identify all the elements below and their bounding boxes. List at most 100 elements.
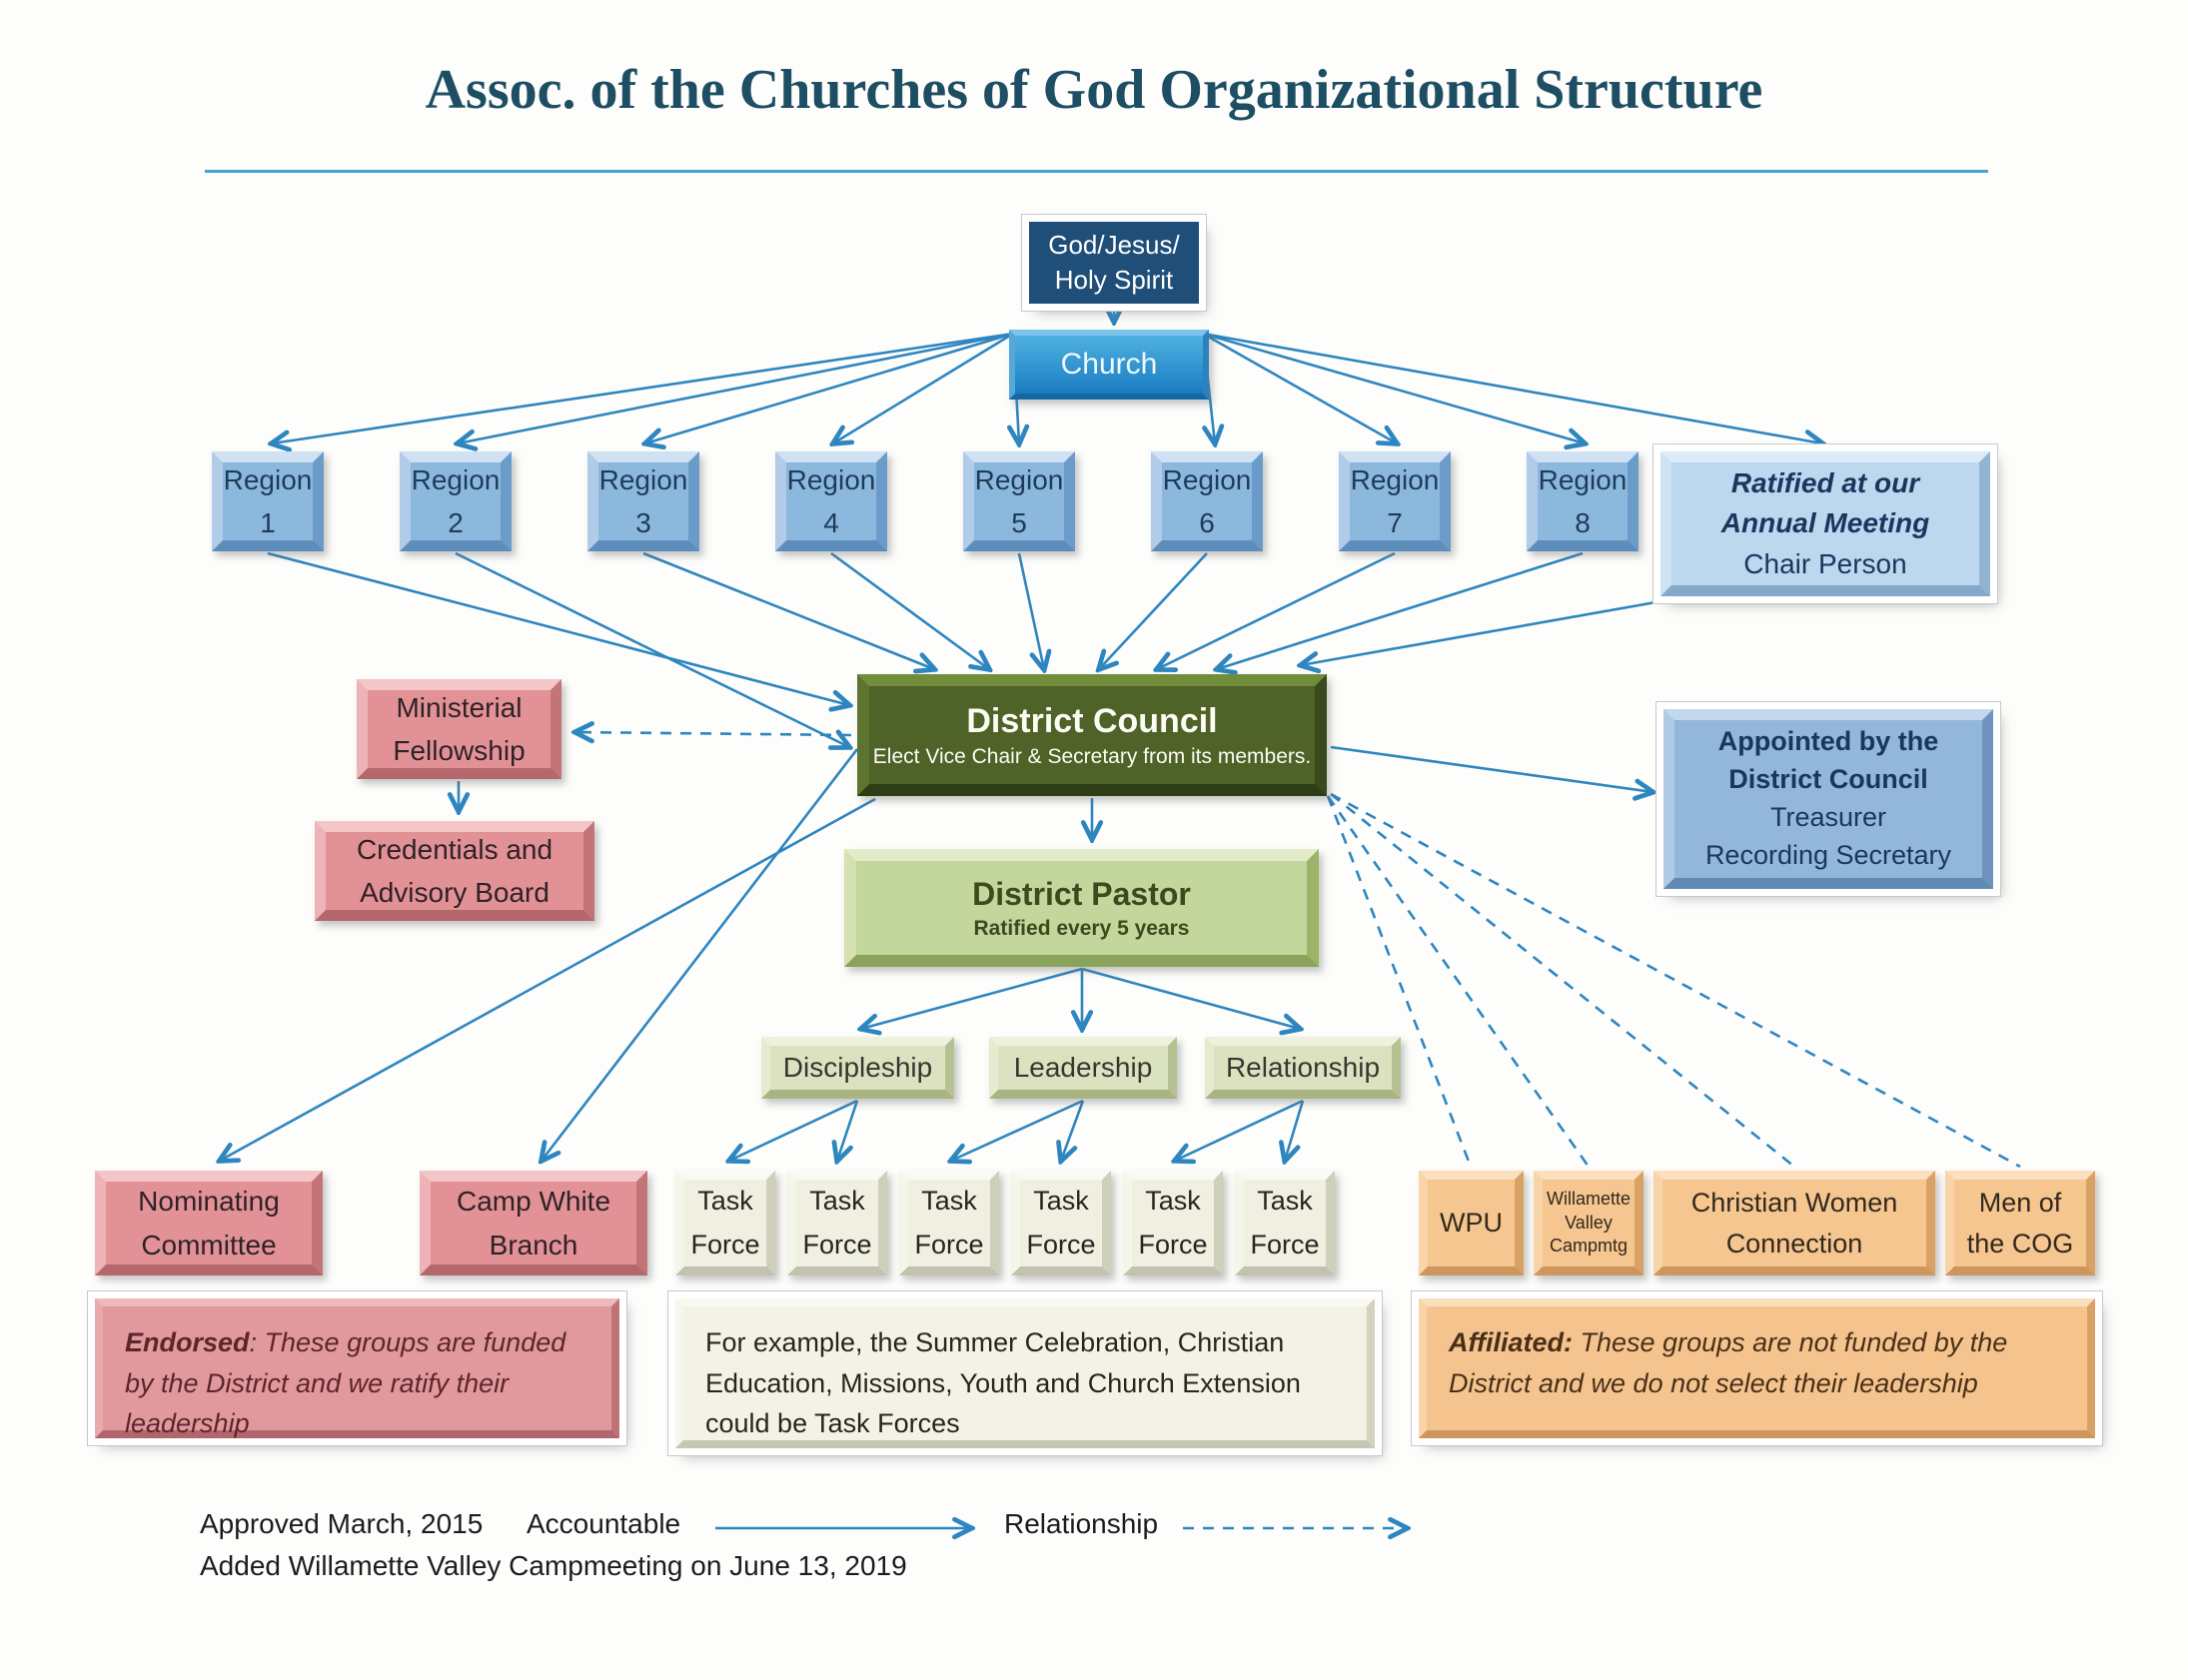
region-name: Region (598, 463, 688, 495)
task-force-line-1: Task (1145, 1186, 1201, 1217)
legend-relationship-label: Relationship (1004, 1508, 1159, 1539)
task-force-line-2: Force (1026, 1229, 1096, 1260)
note-affiliated: Affiliated: These groups are not funded … (1419, 1298, 2095, 1438)
region-name: Region (223, 463, 313, 495)
ratified-line-1: Ratified at our (1730, 466, 1920, 498)
affiliated-text: Affiliated: These groups are not funded … (1449, 1322, 2065, 1403)
region-name: Region (1538, 463, 1628, 495)
task-force-line-1: Task (697, 1186, 753, 1217)
task-force-line-2: Force (802, 1229, 872, 1260)
node-region-3: Region 3 (587, 451, 699, 551)
camp-white-line-1: Camp White (456, 1186, 611, 1218)
willamette-line-1: Willamette (1546, 1189, 1631, 1210)
node-task-force-2: Task Force (787, 1171, 887, 1275)
node-camp-white-branch: Camp White Branch (420, 1171, 647, 1275)
god-line-1: God/Jesus/ (1048, 229, 1180, 260)
ministerial-line-1: Ministerial (396, 691, 523, 723)
node-relationship: Relationship (1205, 1037, 1401, 1099)
willamette-line-3: Campmtg (1549, 1236, 1629, 1257)
task-force-line-1: Task (1257, 1186, 1313, 1217)
nominating-line-1: Nominating (138, 1186, 280, 1218)
node-task-force-6: Task Force (1235, 1171, 1335, 1275)
node-credentials-advisory-board: Credentials and Advisory Board (315, 821, 594, 921)
node-ministerial-fellowship: Ministerial Fellowship (357, 679, 561, 779)
region-number: 7 (1387, 507, 1403, 538)
region-number: 4 (823, 507, 839, 538)
task-force-line-1: Task (1033, 1186, 1089, 1217)
node-leadership: Leadership (989, 1037, 1177, 1099)
ministerial-line-2: Fellowship (393, 735, 526, 766)
region-name: Region (974, 463, 1064, 495)
region-name: Region (786, 463, 876, 495)
nominating-line-2: Committee (141, 1229, 277, 1260)
node-region-6: Region 6 (1151, 451, 1263, 551)
appointed-line-3: Treasurer (1769, 802, 1887, 832)
node-task-force-3: Task Force (899, 1171, 999, 1275)
council-title: District Council (966, 701, 1218, 740)
node-region-5: Region 5 (963, 451, 1075, 551)
relationship-label: Relationship (1225, 1052, 1381, 1083)
example-text: For example, the Summer Celebration, Chr… (705, 1327, 1301, 1438)
node-district-pastor: District Pastor Ratified every 5 years (844, 849, 1319, 967)
page-title: Assoc. of the Churches of God Organizati… (425, 59, 1763, 121)
node-task-force-4: Task Force (1011, 1171, 1111, 1275)
region-name: Region (1162, 463, 1252, 495)
church-label: Church (1060, 348, 1158, 381)
region-number: 1 (260, 507, 276, 538)
node-christian-women-connection: Christian Women Connection (1653, 1171, 1935, 1275)
wpu-label: WPU (1440, 1208, 1503, 1239)
cwc-line-2: Connection (1725, 1228, 1863, 1259)
node-region-7: Region 7 (1339, 451, 1451, 551)
affiliated-lead: Affiliated: (1449, 1327, 1574, 1357)
task-force-line-1: Task (809, 1186, 865, 1217)
node-region-1: Region 1 (212, 451, 324, 551)
node-region-2: Region 2 (400, 451, 512, 551)
region-number: 3 (635, 507, 651, 538)
ratified-line-3: Chair Person (1743, 547, 1907, 579)
node-ratified-annual-meeting: Ratified at our Annual Meeting Chair Per… (1660, 451, 1990, 596)
node-nominating-committee: Nominating Committee (95, 1171, 323, 1275)
ratified-line-2: Annual Meeting (1720, 507, 1930, 539)
task-force-line-1: Task (921, 1186, 977, 1217)
node-discipleship: Discipleship (761, 1037, 954, 1099)
task-force-line-2: Force (690, 1229, 760, 1260)
region-name: Region (1350, 463, 1440, 495)
region-number: 5 (1011, 507, 1027, 538)
god-line-2: Holy Spirit (1054, 265, 1174, 295)
task-force-line-2: Force (1250, 1229, 1320, 1260)
region-name: Region (411, 463, 501, 495)
node-wpu: WPU (1419, 1171, 1524, 1275)
credentials-line-2: Advisory Board (360, 877, 549, 908)
node-region-8: Region 8 (1527, 451, 1639, 551)
council-subtitle: Elect Vice Chair & Secretary from its me… (872, 744, 1312, 768)
region-number: 2 (448, 507, 464, 538)
discipleship-label: Discipleship (782, 1052, 933, 1083)
men-cog-line-1: Men of (1978, 1188, 2062, 1218)
affiliated-rest: These groups are not funded by the Distr… (1449, 1327, 2008, 1398)
cwc-line-1: Christian Women (1690, 1188, 1898, 1218)
node-god-jesus-holy-spirit: God/Jesus/ Holy Spirit (1029, 222, 1199, 304)
endorsed-lead: Endorsed (125, 1327, 250, 1357)
task-force-line-2: Force (914, 1229, 984, 1260)
endorsed-text: Endorsed: These groups are funded by the… (125, 1322, 589, 1444)
willamette-line-2: Valley (1565, 1212, 1613, 1233)
camp-white-line-2: Branch (489, 1229, 578, 1260)
region-number: 6 (1199, 507, 1215, 538)
region-number: 8 (1575, 507, 1591, 538)
node-region-4: Region 4 (775, 451, 887, 551)
note-task-force-example: For example, the Summer Celebration, Chr… (675, 1298, 1375, 1448)
leadership-label: Leadership (1013, 1052, 1153, 1083)
pastor-title: District Pastor (972, 875, 1191, 912)
node-district-council: District Council Elect Vice Chair & Secr… (857, 674, 1327, 796)
legend-accountable-label: Accountable (527, 1508, 681, 1539)
node-men-of-the-cog: Men of the COG (1945, 1171, 2095, 1275)
node-task-force-5: Task Force (1123, 1171, 1223, 1275)
task-force-line-2: Force (1138, 1229, 1208, 1260)
node-willamette-valley-campmtg: Willamette Valley Campmtg (1534, 1171, 1643, 1275)
men-cog-line-2: the COG (1966, 1228, 2074, 1259)
note-endorsed: Endorsed: These groups are funded by the… (95, 1298, 619, 1438)
pastor-subtitle: Ratified every 5 years (973, 916, 1190, 940)
appointed-line-2: District Council (1728, 764, 1928, 795)
legend-added-note: Added Willamette Valley Campmeeting on J… (200, 1550, 907, 1581)
